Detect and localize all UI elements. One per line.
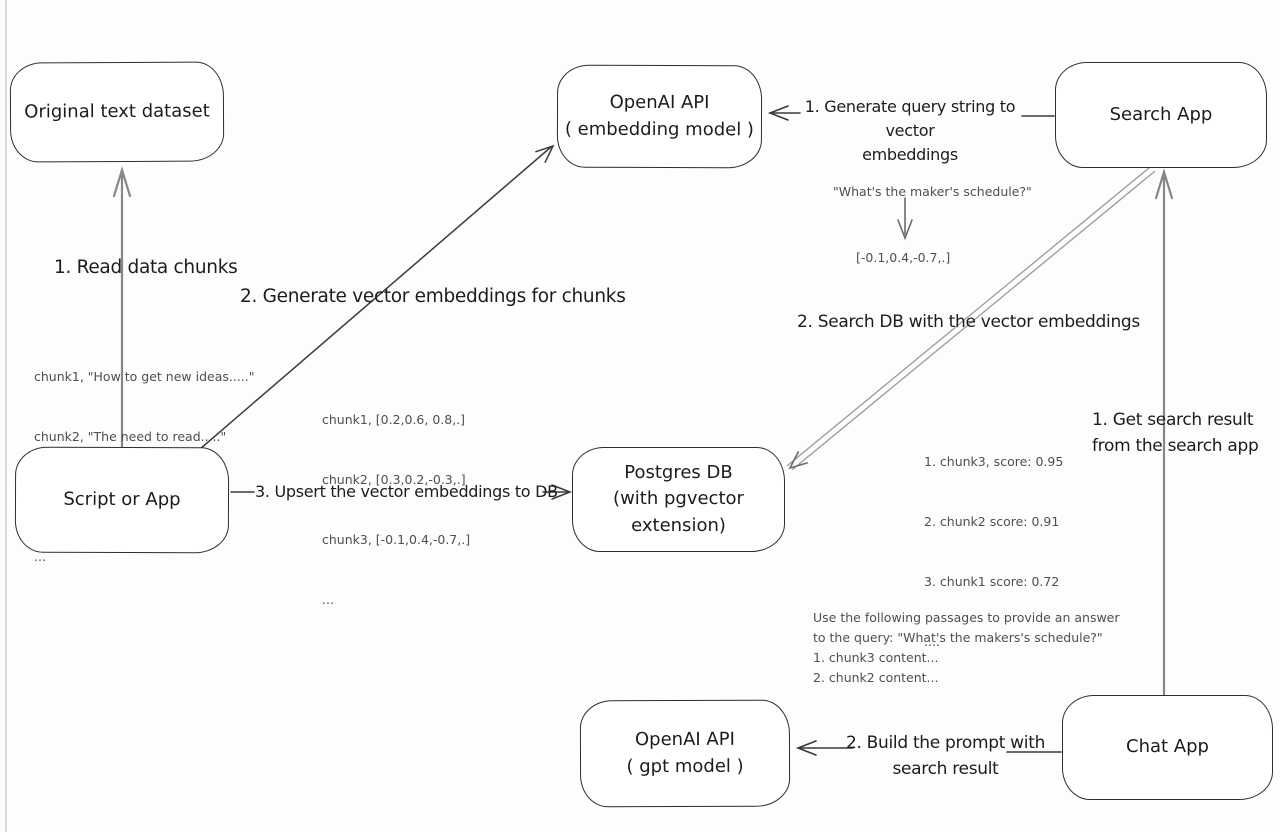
score-line: 1. chunk3, score: 0.95 xyxy=(924,454,1064,469)
label-line: 1. Get search result xyxy=(1092,410,1254,430)
score-line: 2. chunk2 score: 0.91 xyxy=(924,514,1060,529)
label-generate-embeddings[interactable]: 2. Generate vector embeddings for chunks xyxy=(240,286,626,307)
node-chat-app[interactable]: Chat App xyxy=(1062,695,1273,800)
node-sublabel: ( gpt model ) xyxy=(626,755,744,777)
node-label: Chat App xyxy=(1126,736,1209,758)
chunk-vector-line: chunk1, [0.2,0.6, 0.8,.] xyxy=(322,412,466,427)
score-line: .... xyxy=(924,634,940,649)
annotation-query-vector[interactable]: [-0.1,0.4,-0.7,.] xyxy=(856,250,951,265)
arrow-build-prompt[interactable] xyxy=(795,740,1062,756)
node-search-app[interactable]: Search App xyxy=(1055,62,1267,168)
label-line: 1. Generate query string to vector xyxy=(804,97,1016,140)
node-label: OpenAI API xyxy=(609,92,710,114)
label-search-db[interactable]: 2. Search DB with the vector embeddings xyxy=(797,312,1140,332)
annotation-prompt[interactable]: Use the following passages to provide an… xyxy=(813,608,1120,688)
arrow-get-search-result[interactable] xyxy=(1154,168,1174,697)
prompt-line: 1. chunk3 content... xyxy=(813,650,939,665)
node-label: Search App xyxy=(1109,103,1213,125)
arrow-query-to-vector[interactable] xyxy=(767,105,1055,121)
page-edge-line xyxy=(5,0,7,832)
chunk-vector-line: chunk3, [-0.1,0.4,-0.7,.] xyxy=(322,532,471,547)
label-read-data-chunks[interactable]: 1. Read data chunks xyxy=(54,257,238,278)
node-postgres-db[interactable]: Postgres DB (with pgvector extension) xyxy=(572,447,785,552)
annotation-search-scores[interactable]: 1. chunk3, score: 0.95 2. chunk2 score: … xyxy=(924,412,1063,692)
annotation-query-string[interactable]: "What's the maker's schedule?" xyxy=(833,184,1032,199)
label-line: embeddings xyxy=(862,145,958,164)
node-label: Postgres DB xyxy=(624,462,733,484)
label-get-search-result[interactable]: 1. Get search result from the search app xyxy=(1092,408,1262,459)
arrow-query-embed-down[interactable] xyxy=(897,197,913,241)
node-label: Original text dataset xyxy=(24,100,210,123)
node-original-text-dataset[interactable]: Original text dataset xyxy=(9,61,225,163)
arrow-search-db[interactable] xyxy=(786,166,1156,471)
arrow-generate-embeddings[interactable] xyxy=(199,144,555,450)
arrow-read-data-chunks[interactable] xyxy=(112,166,132,449)
prompt-line: 2. chunk2 content... xyxy=(813,670,939,685)
chunk-vector-line: chunk2, [0.3,0.2,-0.3,.] xyxy=(322,472,466,487)
chunk-vector-line: ... xyxy=(322,592,334,607)
node-openai-gpt[interactable]: OpenAI API ( gpt model ) xyxy=(579,699,791,808)
prompt-line: Use the following passages to provide an… xyxy=(813,610,1120,625)
label-line: from the search app xyxy=(1092,435,1259,456)
score-line: 3. chunk1 score: 0.72 xyxy=(924,574,1060,589)
node-openai-embedding[interactable]: OpenAI API ( embedding model ) xyxy=(556,64,763,169)
node-label: OpenAI API xyxy=(634,729,735,751)
prompt-line: to the query: "What's the makers's sched… xyxy=(813,630,1103,645)
chunk-text-line: chunk2, "The need to read....." xyxy=(34,429,227,444)
arrow-upsert-to-db[interactable] xyxy=(230,484,573,500)
label-build-prompt[interactable]: 2. Build the prompt with search result xyxy=(838,731,1053,782)
label-line: search result xyxy=(892,758,999,779)
chunk-text-line: ... xyxy=(34,549,46,564)
label-line: 2. Build the prompt with xyxy=(845,733,1046,753)
label-upsert-to-db[interactable]: 3. Upsert the vector embeddings to DB xyxy=(255,482,558,501)
node-sublabel: ( embedding model ) xyxy=(564,118,755,140)
chunk-text-line: chunk1, "How to get new ideas....." xyxy=(34,369,255,384)
label-query-to-vector[interactable]: 1. Generate query string to vector embed… xyxy=(785,95,1035,167)
node-sublabel: (with pgvector extension) xyxy=(613,488,744,536)
node-label: Script or App xyxy=(63,488,181,511)
annotation-chunk-vectors[interactable]: chunk1, [0.2,0.6, 0.8,.] chunk2, [0.3,0.… xyxy=(322,370,470,650)
node-script-or-app[interactable]: Script or App xyxy=(14,446,230,554)
